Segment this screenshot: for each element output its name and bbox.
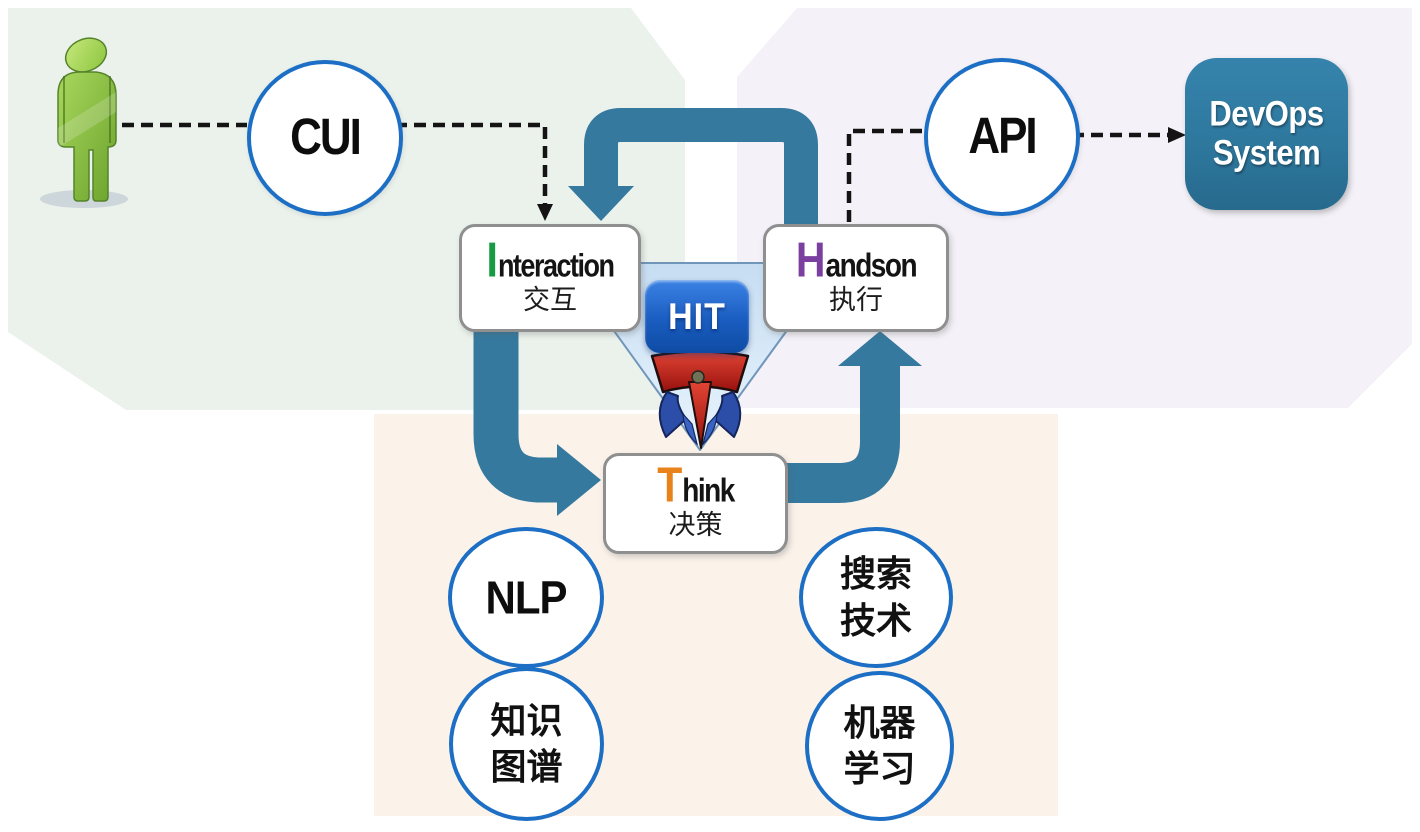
capability-machine-learning: 机器 学习 — [805, 671, 954, 821]
devops-label-line1: DevOps — [1209, 93, 1324, 134]
interaction-subtitle: 交互 — [523, 284, 577, 315]
handson-subtitle: 执行 — [829, 284, 883, 315]
knowledge-label-line2: 图谱 — [490, 746, 563, 787]
cui-label: CUI — [290, 109, 362, 166]
capability-search-tech: 搜索 技术 — [799, 527, 953, 668]
flow-arrows — [473, 108, 922, 516]
search-label-line1: 搜索 — [839, 553, 912, 595]
interaction-title: Interaction — [487, 235, 615, 284]
dash-handson-to-api — [846, 128, 922, 222]
hit-logo-badge: HIT — [645, 280, 749, 353]
think-node: Think 决策 — [603, 453, 788, 554]
dashed-connectors — [122, 122, 1170, 222]
arrow-handson-to-interaction — [584, 108, 818, 224]
think-rest: hink — [682, 471, 735, 509]
interaction-node: Interaction 交互 — [459, 224, 641, 332]
ml-label-line1: 机器 — [843, 701, 916, 743]
devops-label-line2: System — [1212, 132, 1321, 173]
arrowhead-down-icon — [568, 186, 634, 221]
capability-nlp: NLP — [448, 527, 604, 668]
arrow-think-to-handson — [784, 366, 900, 503]
search-label-line2: 技术 — [839, 599, 912, 641]
cui-node: CUI — [247, 60, 403, 216]
api-node: API — [924, 58, 1080, 216]
person-icon — [40, 37, 128, 208]
think-initial: T — [657, 457, 683, 513]
ml-label-line2: 学习 — [843, 748, 916, 789]
handson-rest: andson — [825, 246, 918, 284]
knowledge-label-line1: 知识 — [490, 699, 563, 741]
api-label: API — [968, 108, 1037, 165]
nlp-label: NLP — [485, 571, 568, 623]
handson-node: Handson 执行 — [763, 224, 949, 332]
arrowhead-up-icon — [838, 331, 922, 366]
think-title: Think — [657, 460, 735, 509]
hit-emblem — [650, 350, 750, 449]
dashed-arrowheads — [537, 127, 1186, 221]
interaction-initial: I — [486, 231, 498, 287]
handson-initial: H — [795, 231, 826, 287]
think-subtitle: 决策 — [668, 510, 723, 540]
dash-cui-to-interaction — [395, 122, 548, 206]
hit-label: HIT — [668, 295, 726, 338]
arrow-interaction-to-think — [473, 318, 557, 503]
interaction-rest: nteraction — [497, 247, 615, 284]
arrowhead-right-icon — [557, 444, 601, 516]
capability-knowledge-graph: 知识 图谱 — [449, 667, 604, 821]
devops-system-node: DevOps System — [1185, 58, 1348, 210]
handson-title: Handson — [796, 235, 918, 284]
